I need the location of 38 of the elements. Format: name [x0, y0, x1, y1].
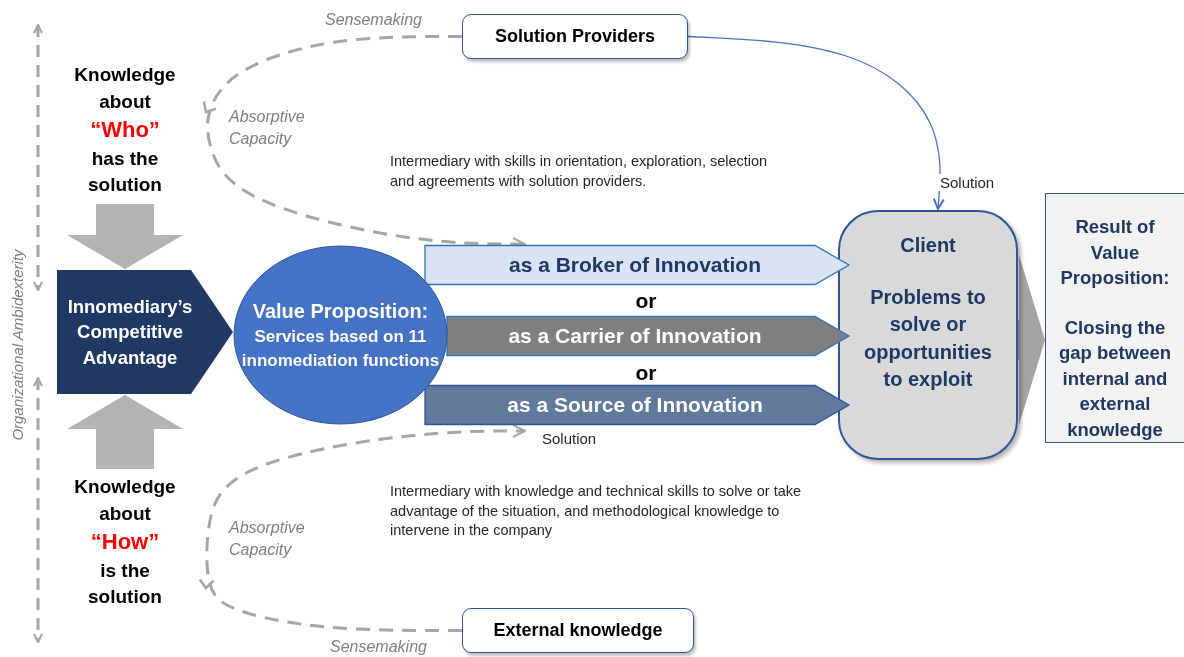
rounded-box: [462, 608, 694, 653]
chevron-arrow-shape: [425, 245, 850, 285]
shape-label: Innomediary’s Competitive Advantage: [66, 294, 194, 370]
knowledge-text: Knowledge about: [73, 62, 177, 114]
box-label: Solution Providers: [495, 25, 655, 49]
pentagon-arrow-shape: [57, 270, 233, 394]
italic-label: Absorptive Capacity: [229, 107, 306, 149]
ellipse: [233, 245, 448, 425]
box-text: Closing the gap between internal and external knowledge: [1057, 315, 1173, 442]
connector-word: or: [634, 360, 658, 386]
ellipse-text: Services based on 11 innomediation functions: [240, 326, 441, 372]
rounded-box: [838, 210, 1018, 460]
box-label: External knowledge: [493, 619, 663, 643]
box-heading: Client: [900, 233, 956, 258]
box-heading: Result of Value Proposition:: [1059, 215, 1171, 291]
shape-label: as a Broker of Innovation: [508, 251, 762, 278]
highlight-word: “How”: [90, 528, 160, 557]
box-text: Problems to solve or opportunities to exploit: [863, 284, 993, 393]
shape-label: as a Source of Innovation: [507, 391, 763, 418]
shape-label: as a Carrier of Innovation: [508, 322, 762, 349]
knowledge-text: has the solution: [87, 146, 163, 198]
edge-label: Solution: [540, 430, 599, 447]
ellipse-heading: Value Proposition:: [252, 298, 429, 324]
chevron-arrow-shape: [447, 316, 850, 356]
note-text: Intermediary with knowledge and technical skills to solve or take advantage of the situation, and methodological knowledge to intervene in the company: [390, 482, 803, 541]
axis-label: Organizational Ambidexterity: [8, 248, 27, 443]
connector-word: or: [634, 288, 658, 314]
italic-label: Sensemaking: [330, 637, 428, 657]
box: [1045, 193, 1184, 443]
knowledge-text: Knowledge about: [73, 474, 177, 526]
note-text: Intermediary with skills in orientation, exploration, selection and agreements with solution providers.: [390, 152, 769, 191]
italic-label: Absorptive Capacity: [229, 518, 306, 560]
rounded-box: [462, 14, 688, 59]
highlight-word: “Who”: [90, 116, 160, 145]
knowledge-text: is the solution: [87, 558, 163, 610]
edge-label: Solution: [938, 174, 997, 191]
chevron-arrow-shape: [425, 385, 850, 425]
italic-label: Sensemaking: [325, 10, 423, 30]
